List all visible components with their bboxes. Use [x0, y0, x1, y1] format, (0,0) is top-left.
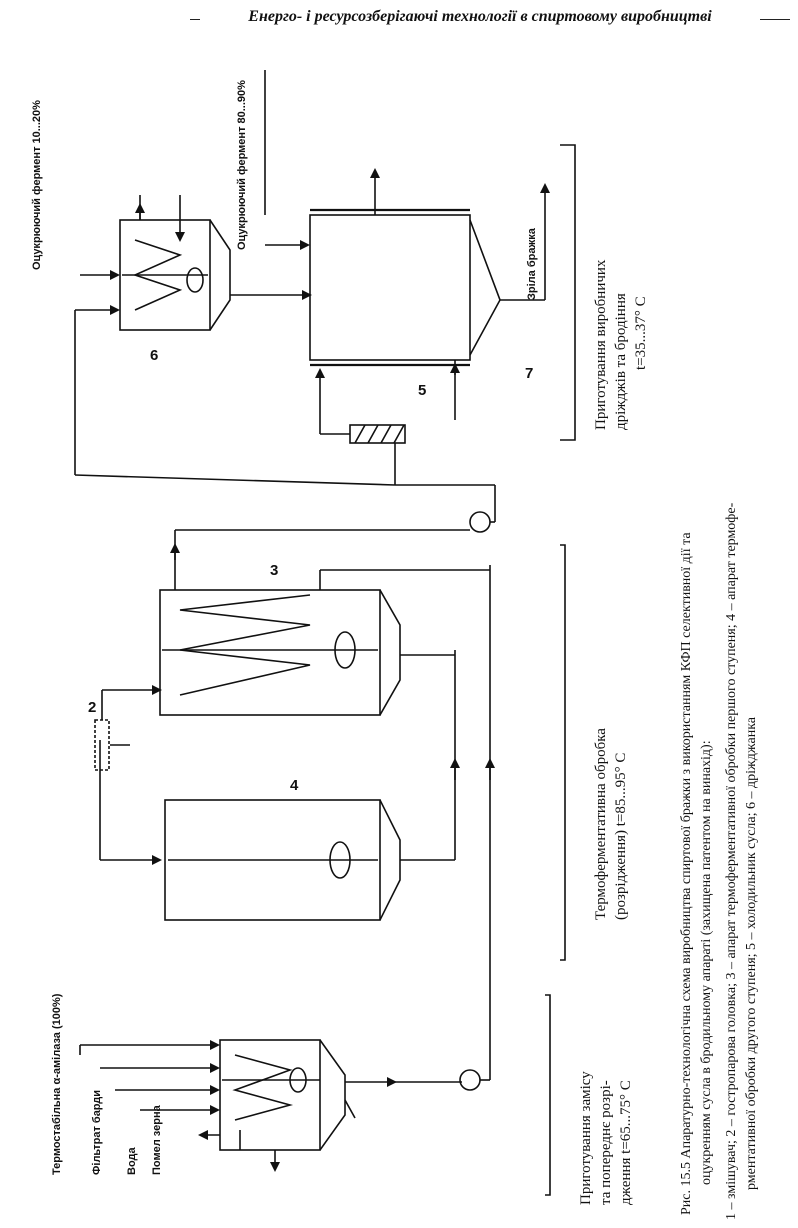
pump-2 — [469, 511, 491, 533]
stage-1-line-3: дження t=65...75° С — [618, 1080, 634, 1205]
input-enzyme-2: Оцукрюючий фермент 80...90% — [236, 80, 248, 250]
stage-2-text: Термоферментативна обробка (розрідження)… — [593, 728, 629, 920]
stage-3-line-1: Приготування виробничих — [593, 259, 609, 430]
yeast-tank-6 — [80, 195, 312, 331]
stage-3-line-2: дріжджів та бродіння — [613, 293, 629, 430]
pump-1 — [459, 1069, 481, 1091]
mixer-1 — [219, 1039, 397, 1151]
caption-line-3: 1 – змішувач; 2 – гостропарова головка; … — [724, 502, 739, 1220]
caption-line-1: Рис. 15.5 Апаратурно-технологічна схема … — [679, 532, 694, 1215]
label-4: 4 — [290, 777, 299, 794]
fermenter-7 — [264, 70, 550, 420]
input-grain: Помел зерна — [151, 1104, 163, 1175]
input-amylase: Термостабільна α-амілаза (100%) — [51, 993, 63, 1175]
mixer-inputs — [79, 1040, 280, 1172]
label-6: 6 — [150, 347, 158, 364]
apparatus-3 — [159, 529, 490, 716]
label-2: 2 — [88, 699, 96, 716]
label-7: 7 — [525, 365, 533, 382]
input-water: Вода — [126, 1146, 138, 1175]
steam-head-2 — [94, 685, 162, 771]
running-header: Енерго- і ресурсозберігаючі технології в… — [190, 6, 790, 32]
output-product: Зріла бражка — [526, 227, 538, 300]
caption-line-2: оцукренням сусла в бродильному апараті (… — [699, 740, 714, 1185]
stage-1-line-1: Приготування замісу — [578, 1071, 594, 1205]
stage-brackets — [545, 144, 576, 1196]
cooler-5 — [315, 368, 406, 485]
figure-caption: Рис. 15.5 Апаратурно-технологічна схема … — [679, 502, 759, 1220]
apparatus-4 — [99, 650, 460, 921]
running-title: Енерго- і ресурсозберігаючі технології в… — [200, 8, 760, 26]
stage-3-text: Приготування виробничих дріжджів та брод… — [593, 259, 649, 430]
input-enzyme-1: Оцукрюючий фермент 10...20% — [31, 100, 43, 270]
label-5: 5 — [418, 382, 426, 399]
stage-3-line-3: t=35...37° С — [633, 296, 649, 370]
stage-1-line-2: та попереднє розрі- — [598, 1080, 614, 1205]
stage-2-line-1: Термоферментативна обробка — [593, 728, 609, 920]
header-rule-right — [760, 19, 790, 20]
caption-line-4: рментативної обробки другого ступеня; 5 … — [744, 716, 759, 1190]
label-3: 3 — [270, 562, 278, 579]
stage-1-text: Приготування замісу та попереднє розрі- … — [578, 1071, 634, 1205]
input-filtrate: Фільтрат барди — [91, 1090, 103, 1175]
header-rule-left — [190, 19, 204, 20]
stage-2-line-2: (розрідження) t=85...95° С — [613, 753, 629, 920]
diagram-body: 2 3 4 5 6 7 Термостабільна α-амілаза (10… — [31, 70, 759, 1220]
